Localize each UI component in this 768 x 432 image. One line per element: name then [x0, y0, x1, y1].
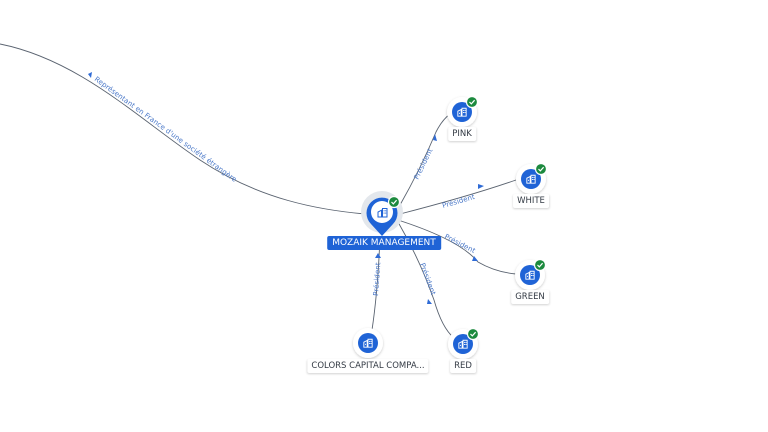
node-label-green[interactable]: GREEN: [511, 290, 549, 304]
edge-label-external: Représentant en France d'une société étr…: [93, 75, 238, 184]
edge-label-red: Président: [418, 262, 437, 296]
edge-pink: [399, 113, 451, 206]
edge-green: [397, 219, 517, 275]
edge-red-arrow: [427, 299, 432, 304]
node-center[interactable]: [361, 191, 403, 236]
verified-check-icon: [533, 258, 547, 272]
node-label-pink[interactable]: PINK: [448, 127, 476, 141]
edge-green-arrow: [472, 256, 478, 261]
edge-external: [0, 43, 366, 215]
node-label-red[interactable]: RED: [450, 359, 476, 373]
node-colors[interactable]: [353, 328, 383, 358]
node-green[interactable]: [515, 258, 547, 291]
edge-colors-arrow: [375, 253, 381, 258]
edge-white: [399, 179, 517, 215]
node-label-center[interactable]: MOZAIK MANAGEMENT: [327, 236, 441, 250]
edge-white-arrow: [478, 184, 484, 189]
verified-check-icon: [465, 95, 479, 109]
node-pink[interactable]: [447, 95, 479, 128]
node-label-colors[interactable]: COLORS CAPITAL COMPA...: [307, 359, 429, 373]
edge-label-green: Président: [443, 233, 477, 255]
building-icon: [377, 208, 388, 218]
edge-label-colors: Président: [372, 262, 382, 296]
edge-label-pink: Président: [413, 147, 435, 181]
node-red[interactable]: [448, 327, 480, 360]
edge-pink-arrow: [433, 134, 437, 141]
verified-check-icon: [466, 327, 480, 341]
edge-label-white: Président: [441, 193, 476, 210]
node-white[interactable]: [516, 162, 548, 195]
node-label-white[interactable]: WHITE: [513, 194, 549, 208]
verified-check-icon: [387, 195, 401, 209]
edge-external-arrow: [88, 72, 92, 78]
verified-check-icon: [534, 162, 548, 176]
